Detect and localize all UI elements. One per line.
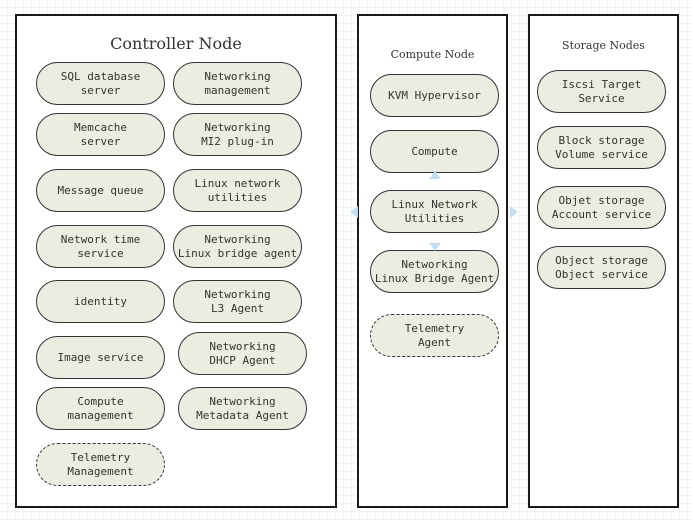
node-label-line: Metadata Agent (196, 408, 289, 422)
node-label-line: Memcache (74, 120, 127, 134)
node-label-line: Network time (60, 232, 141, 246)
storage-nodes-title: Storage Nodes (562, 39, 645, 52)
node-label-line: Account service (551, 207, 652, 221)
controller-node-title: Controller Node (110, 34, 242, 53)
node-label-line: MI2 plug-in (201, 134, 274, 148)
node-label-line: Networking (401, 257, 468, 271)
node-label-line: Object service (555, 267, 648, 281)
node-label-line: Image service (57, 350, 144, 364)
node-label-line: Telemetry (404, 321, 465, 335)
node-label-line: Volume service (555, 147, 648, 161)
node-label-line: management (204, 83, 271, 97)
compute-node-title: Compute Node (390, 48, 475, 61)
arrow-up-icon (429, 171, 441, 179)
node-label-line: Networking (204, 232, 271, 246)
arrow-right-icon (510, 206, 518, 218)
arrow-down-icon (429, 243, 441, 251)
node-label-line: Linux network (194, 176, 281, 190)
node-label-line: Block storage (558, 133, 645, 147)
compute-node-item: KVM Hypervisor (370, 74, 499, 117)
node-label-line: Networking (204, 69, 271, 83)
node-label-line: identity (74, 294, 127, 308)
node-label-line: SQL database (60, 69, 141, 83)
node-label-line: service (77, 246, 124, 260)
node-label-line: Networking (204, 120, 271, 134)
node-label-line: management (67, 408, 134, 422)
node-label-line: server (80, 83, 121, 97)
arrow-left-icon (350, 206, 358, 218)
node-label-line: Linux bridge agent (177, 246, 298, 260)
node-label-line: Linux Network (391, 197, 478, 211)
node-label-line: Networking (204, 287, 271, 301)
node-label-line: utilities (207, 190, 268, 204)
controller-node-item: Image service (36, 336, 165, 379)
node-label-line: Telemetry (70, 450, 131, 464)
node-label-line: Management (67, 464, 134, 478)
node-label-line: Object storage (555, 253, 648, 267)
controller-node-item: identity (36, 280, 165, 323)
node-label-line: server (80, 134, 121, 148)
compute-node-item: Compute (370, 130, 499, 173)
node-label-line: Linux Bridge Agent (374, 271, 495, 285)
node-label-line: L3 Agent (211, 301, 264, 315)
node-label-line: Iscsi Target (561, 77, 642, 91)
node-label-line: Compute (77, 394, 124, 408)
controller-node-item: Message queue (36, 169, 165, 212)
node-label-line: DHCP Agent (209, 353, 276, 367)
node-label-line: KVM Hypervisor (388, 88, 481, 102)
node-label-line: Agent (417, 335, 452, 349)
node-label-line: Compute (411, 144, 458, 158)
node-label-line: Utilities (404, 211, 465, 225)
node-label-line: Networking (209, 394, 276, 408)
node-label-line: Objet storage (558, 193, 645, 207)
node-label-line: Message queue (57, 183, 144, 197)
node-label-line: Service (578, 91, 625, 105)
node-label-line: Networking (209, 339, 276, 353)
